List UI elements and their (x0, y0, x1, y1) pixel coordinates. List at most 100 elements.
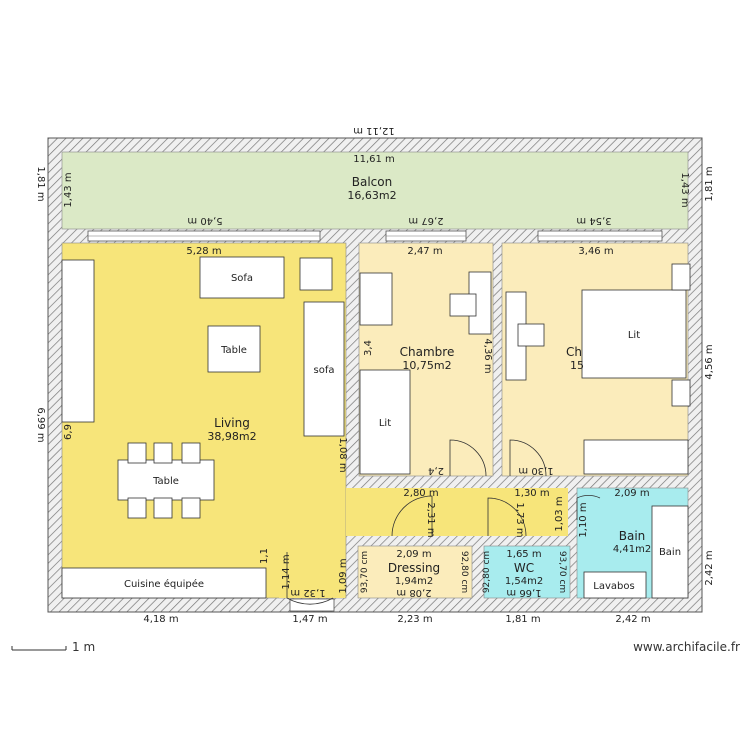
sofa-2 (303, 301, 345, 437)
bain-furniture-label: Bain (659, 547, 681, 558)
dim-hall: 1,09 m (338, 558, 349, 593)
dim-living-door: 1,32 m (290, 587, 325, 598)
dim-chambre1-inner: 2,4 (428, 465, 444, 476)
wc-name: WC (514, 561, 534, 575)
dim-wc-width: 1,65 m (506, 549, 541, 560)
dim-left-outer: 1,81 m (35, 166, 46, 201)
chambre1-desk (359, 272, 393, 326)
scale-bar (11, 646, 67, 651)
dim-right-bath: 2,42 m (704, 550, 715, 585)
dressing-name: Dressing (388, 561, 440, 575)
dim-balcon-seg3: 3,54 m (576, 215, 611, 226)
dressing-floor (357, 545, 473, 599)
chair (181, 497, 201, 519)
dressing-area: 1,94m2 (395, 576, 433, 587)
sofa1-label: Sofa (231, 273, 253, 284)
dim-bottom-dressing: 2,23 m (397, 614, 432, 625)
dim-wc-door: 1,73 m (514, 502, 525, 537)
dim-living-width: 5,28 m (186, 246, 221, 257)
lit2-label: Lit (628, 330, 640, 341)
nightstand (671, 379, 691, 407)
chair (153, 442, 173, 464)
chambre1-bed (359, 369, 411, 475)
dim-bain-width: 2,09 m (614, 488, 649, 499)
dim-wc-side: 1,03 m (554, 496, 565, 531)
dim-balcon-right: 1,43 m (679, 172, 690, 207)
dining-table (117, 459, 215, 501)
wc-area: 1,54m2 (505, 576, 543, 587)
bathtub (651, 505, 689, 599)
nightstand (671, 263, 691, 291)
dim-chambre1-side2: 3,4 (363, 340, 374, 356)
chair (153, 497, 173, 519)
dim-balcon-width: 11,61 m (353, 154, 395, 165)
door (286, 439, 601, 605)
dim-dressing-width: 2,09 m (396, 549, 431, 560)
dim-right-bedroom: 4,56 m (704, 344, 715, 379)
dim-dressing-door: 2,31 m (425, 502, 436, 537)
dim-dressing-bottom: 2,08 m (396, 587, 431, 598)
dim-balcon-seg1: 5,40 m (187, 215, 222, 226)
kitchen-counter (61, 567, 267, 599)
hall-floor (346, 488, 568, 536)
dim-bottom-entry: 1,47 m (292, 614, 327, 625)
living-floor (61, 242, 347, 599)
balcon-floor (61, 151, 689, 230)
wc-floor (483, 545, 571, 599)
site-watermark[interactable]: www.archifacile.fr (633, 640, 740, 654)
kitchen-label: Cuisine équipée (124, 578, 204, 590)
dim-chambre1-bottom: 2,80 m (403, 488, 438, 499)
sofa2-label: sofa (314, 365, 335, 376)
balcon-name: Balcon (352, 175, 392, 189)
bain-area: 4,41m2 (613, 544, 651, 555)
living-wall-unit (61, 259, 95, 423)
chambre2-area: 15 (570, 359, 584, 372)
chambre1-area: 10,75m2 (402, 359, 451, 372)
dim-living-side4: 1,14 m (281, 554, 292, 589)
dim-left-living: 6,99 m (35, 407, 46, 442)
dim-chambre2-bottom: 1,30 m (514, 488, 549, 499)
chambre2-name: Ch (566, 345, 582, 359)
dim-dressing-right: 92,80 cm (459, 551, 469, 593)
dim-chambre1-width: 2,47 m (407, 246, 442, 257)
chambre1-name: Chambre (400, 345, 455, 359)
chambre2-bed (581, 289, 687, 379)
dim-bottom-bath: 2,42 m (615, 614, 650, 625)
table2-label: Table (152, 476, 179, 487)
dim-chambre2-inner: 1,30 m (518, 465, 553, 476)
dim-bain-side: 1,10 m (578, 502, 589, 537)
chambre2-chair (517, 323, 545, 347)
dim-wc-left: 92,80 cm (482, 551, 492, 593)
dim-living-side: 6,9 (63, 424, 74, 440)
chair (127, 497, 147, 519)
dim-balcon-left: 1,43 m (63, 172, 74, 207)
lit1-label: Lit (379, 418, 391, 429)
dim-chambre1-side: 4,36 m (482, 338, 493, 373)
balcon-area: 16,63m2 (347, 189, 396, 202)
table1-label: Table (220, 345, 247, 356)
dim-wc-bottom: 1,66 m (506, 587, 541, 598)
chambre2-dresser (583, 439, 689, 475)
dim-bottom-kitchen: 4,18 m (143, 614, 178, 625)
dim-balcon-seg2: 2,67 m (408, 215, 443, 226)
coffee-table (207, 325, 261, 373)
dim-living-side2: 1,08 m (337, 437, 348, 472)
chambre1-chair (449, 293, 477, 317)
entry-floor (279, 546, 345, 598)
scale-label: 1 m (72, 640, 96, 654)
dim-dressing-left: 93,70 cm (360, 551, 370, 593)
dim-bottom-wc: 1,81 m (505, 614, 540, 625)
armchair (299, 257, 333, 291)
dim-right-outer: 1,81 m (704, 166, 715, 201)
dim-top-outer: 12,11 m (353, 125, 395, 136)
sink-unit (583, 571, 647, 599)
living-area: 38,98m2 (207, 430, 256, 443)
dim-wc-right: 93,70 cm (557, 551, 567, 593)
bain-name: Bain (619, 529, 646, 543)
dim-living-side3: 1,1 (259, 548, 270, 564)
chair (127, 442, 147, 464)
sofa-1 (199, 256, 285, 299)
dim-chambre2-width: 3,46 m (578, 246, 613, 257)
chair (181, 442, 201, 464)
